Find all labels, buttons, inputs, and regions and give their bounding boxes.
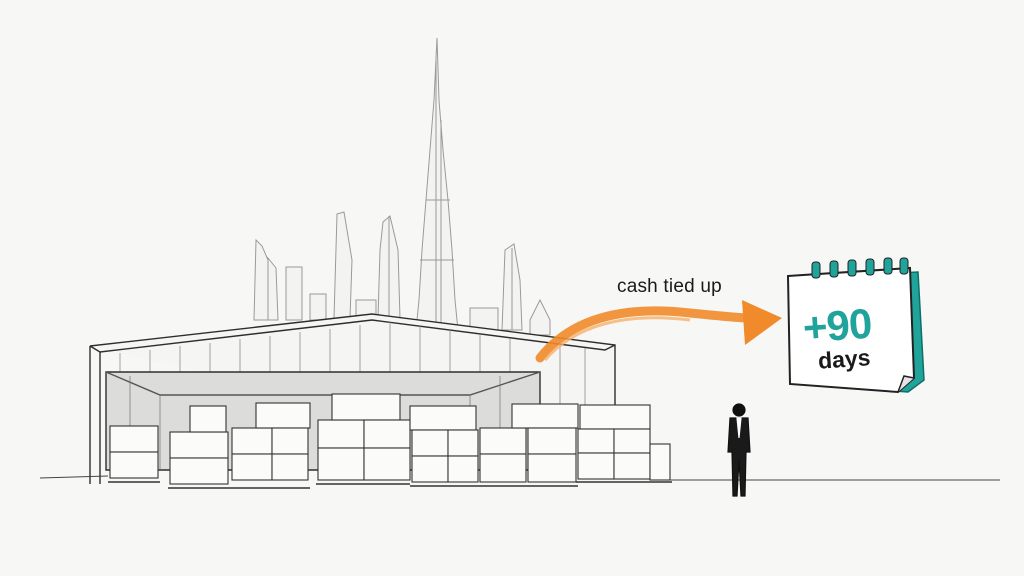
curved-arrow-icon xyxy=(535,300,782,363)
pallet-stack-illustration xyxy=(108,393,672,489)
arrow-label: cash tied up xyxy=(617,276,722,297)
ground-line xyxy=(39,475,1000,481)
person-illustration xyxy=(727,403,751,497)
calendar-unit: days xyxy=(817,344,872,374)
calendar-icon xyxy=(786,257,925,394)
skyline-illustration xyxy=(253,37,551,336)
